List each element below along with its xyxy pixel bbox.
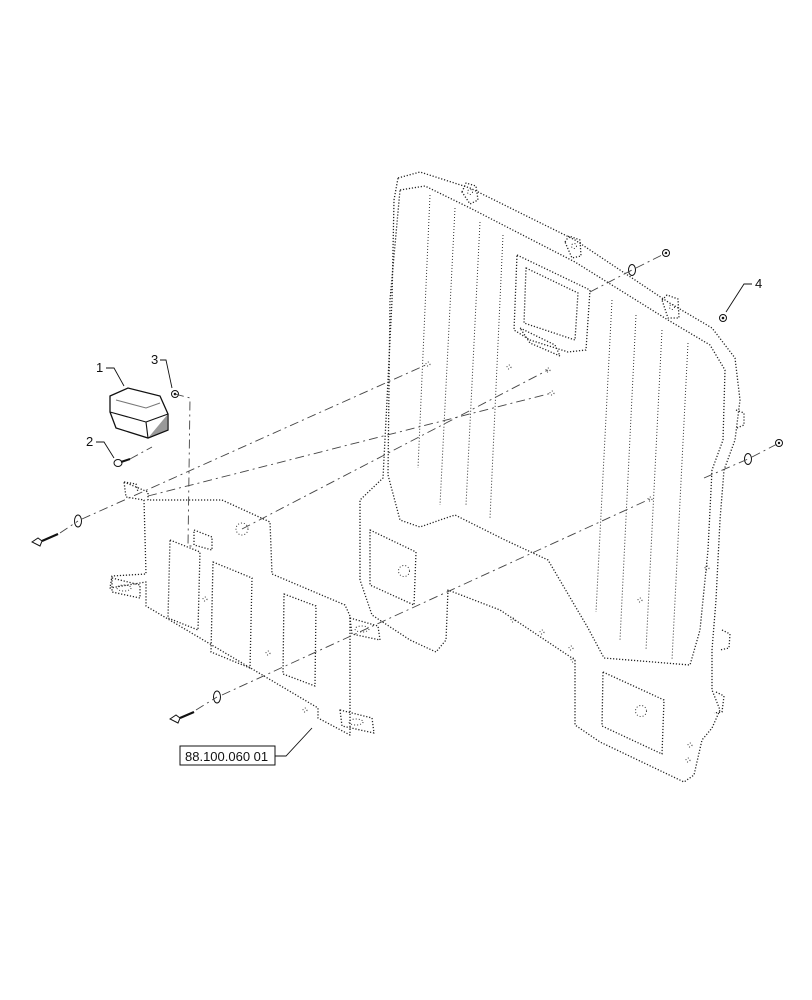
callout-2: 2 (86, 434, 93, 449)
reference-box-label: 88.100.060 01 (185, 749, 268, 764)
assembly-lines (59, 252, 780, 711)
callout-1: 1 (96, 360, 103, 375)
callout-4: 4 (755, 276, 762, 291)
nut-right-side (775, 439, 783, 447)
bolt-left-lower (169, 710, 195, 724)
nut-part-4 (719, 314, 727, 322)
mounting-bracket (109, 481, 381, 736)
callout-3: 3 (151, 352, 158, 367)
callouts: 1 3 2 4 (86, 276, 762, 459)
bolt-left-upper (31, 532, 59, 547)
washer-right-side (744, 453, 752, 465)
reference-box[interactable]: 88.100.060 01 (179, 727, 313, 766)
screw-part-2 (113, 458, 131, 467)
washer-top-right (628, 264, 636, 276)
lamp-part-1 (109, 387, 169, 439)
back-panel (359, 171, 745, 783)
